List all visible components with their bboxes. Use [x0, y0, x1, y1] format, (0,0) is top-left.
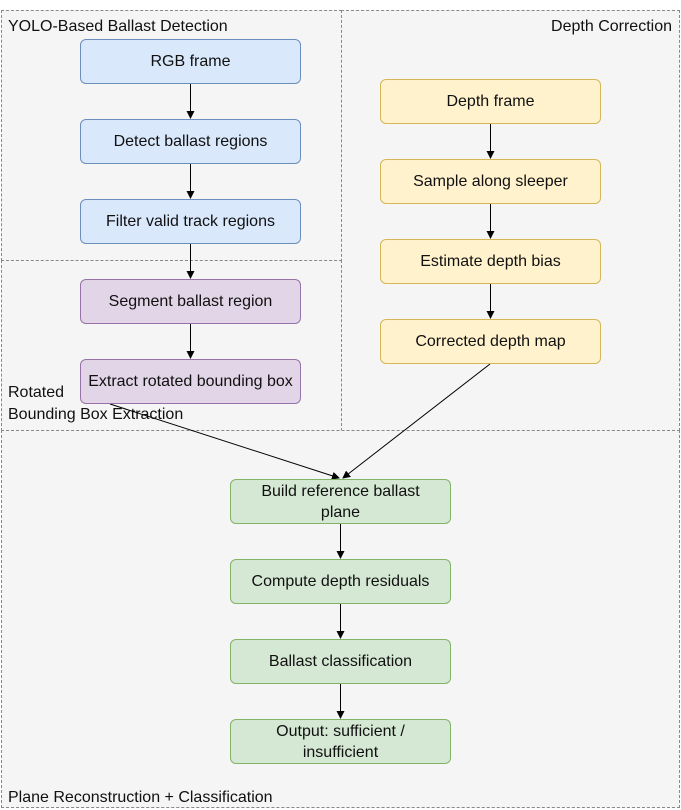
group-label-yolo: YOLO-Based Ballast Detection — [8, 18, 228, 35]
node-detect-ballast-regions: Detect ballast regions — [80, 119, 301, 164]
group-label-rotated-line2: Bounding Box Extraction — [8, 406, 184, 423]
node-ballast-classification: Ballast classification — [230, 639, 451, 684]
node-extract-rotated-bounding-box: Extract rotated bounding box — [80, 359, 301, 404]
node-compute-depth-residuals: Compute depth residuals — [230, 559, 451, 604]
node-depth-frame: Depth frame — [380, 79, 601, 124]
node-rgb-frame: RGB frame — [80, 39, 301, 84]
node-estimate-depth-bias: Estimate depth bias — [380, 239, 601, 284]
group-label-rotated-line1: Rotated — [8, 384, 65, 401]
group-label-depth: Depth Correction — [551, 18, 672, 35]
node-output-sufficient-insufficient: Output: sufficient / insufficient — [230, 719, 451, 764]
node-sample-along-sleeper: Sample along sleeper — [380, 159, 601, 204]
node-corrected-depth-map: Corrected depth map — [380, 319, 601, 364]
node-segment-ballast-region: Segment ballast region — [80, 279, 301, 324]
node-filter-valid-track-regions: Filter valid track regions — [80, 199, 301, 244]
group-label-plane: Plane Reconstruction + Classification — [8, 789, 273, 806]
node-build-reference-ballast-plane: Build reference ballast plane — [230, 479, 451, 524]
group-depth-correction — [341, 10, 680, 431]
